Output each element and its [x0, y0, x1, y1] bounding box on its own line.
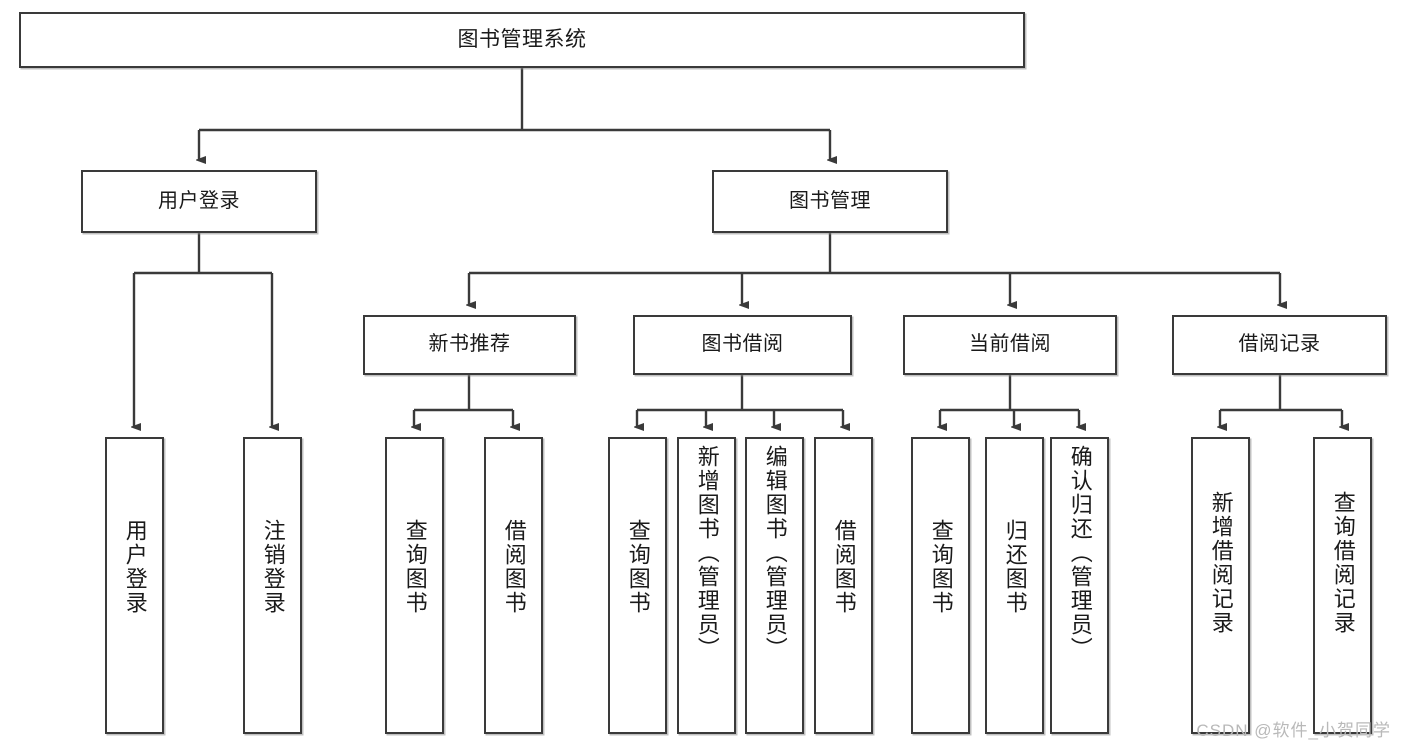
- node-leaf-12-查询借阅记录[interactable]: 查询借阅记录: [1313, 437, 1372, 734]
- csdn-watermark: CSDN @软件_小贺同学: [1196, 721, 1391, 740]
- node-label: 查询借阅记录: [1330, 491, 1356, 635]
- node-leaf-8-查询图书[interactable]: 查询图书: [911, 437, 970, 734]
- node-leaf-6-编辑图书（管理员）[interactable]: 编辑图书（管理员）: [745, 437, 804, 734]
- node-leaf-10-确认归还（管理员）[interactable]: 确认归还（管理员）: [1050, 437, 1109, 734]
- node-leaf-1-注销登录[interactable]: 注销登录: [243, 437, 302, 734]
- node-l3-借阅记录[interactable]: 借阅记录: [1172, 315, 1387, 375]
- node-label: 图书管理系统: [457, 27, 587, 51]
- node-leaf-0-用户登录[interactable]: 用户登录: [105, 437, 164, 734]
- node-l3-新书推荐[interactable]: 新书推荐: [363, 315, 576, 375]
- node-label: 编辑图书（管理员）: [762, 445, 788, 661]
- node-label: 图书借阅: [701, 333, 784, 356]
- node-l2-用户登录[interactable]: 用户登录: [81, 170, 317, 233]
- node-label: 用户登录: [122, 519, 148, 615]
- node-l3-当前借阅[interactable]: 当前借阅: [903, 315, 1117, 375]
- node-label: 新书推荐: [428, 333, 511, 356]
- node-leaf-5-新增图书（管理员）[interactable]: 新增图书（管理员）: [677, 437, 736, 734]
- node-label: 借阅图书: [831, 519, 857, 615]
- node-label: 查询图书: [928, 519, 954, 615]
- node-label: 借阅图书: [501, 519, 527, 615]
- node-label: 新增图书（管理员）: [694, 445, 720, 661]
- node-label: 当前借阅: [969, 333, 1051, 356]
- node-label: 新增借阅记录: [1208, 491, 1234, 635]
- node-label: 用户登录: [158, 189, 240, 212]
- node-leaf-2-查询图书[interactable]: 查询图书: [385, 437, 444, 734]
- node-label: 借阅记录: [1238, 333, 1321, 356]
- node-l3-图书借阅[interactable]: 图书借阅: [633, 315, 852, 375]
- node-leaf-7-借阅图书[interactable]: 借阅图书: [814, 437, 873, 734]
- node-label: 查询图书: [402, 519, 428, 615]
- node-leaf-9-归还图书[interactable]: 归还图书: [985, 437, 1044, 734]
- node-label: 查询图书: [625, 519, 651, 615]
- node-leaf-3-借阅图书[interactable]: 借阅图书: [484, 437, 543, 734]
- node-label: 确认归还（管理员）: [1067, 445, 1093, 661]
- node-l2-图书管理[interactable]: 图书管理: [712, 170, 948, 233]
- node-label: 归还图书: [1002, 519, 1028, 615]
- node-root-图书管理系统[interactable]: 图书管理系统: [19, 12, 1025, 68]
- node-leaf-11-新增借阅记录[interactable]: 新增借阅记录: [1191, 437, 1250, 734]
- node-label: 注销登录: [260, 519, 286, 615]
- node-leaf-4-查询图书[interactable]: 查询图书: [608, 437, 667, 734]
- node-label: 图书管理: [789, 189, 871, 212]
